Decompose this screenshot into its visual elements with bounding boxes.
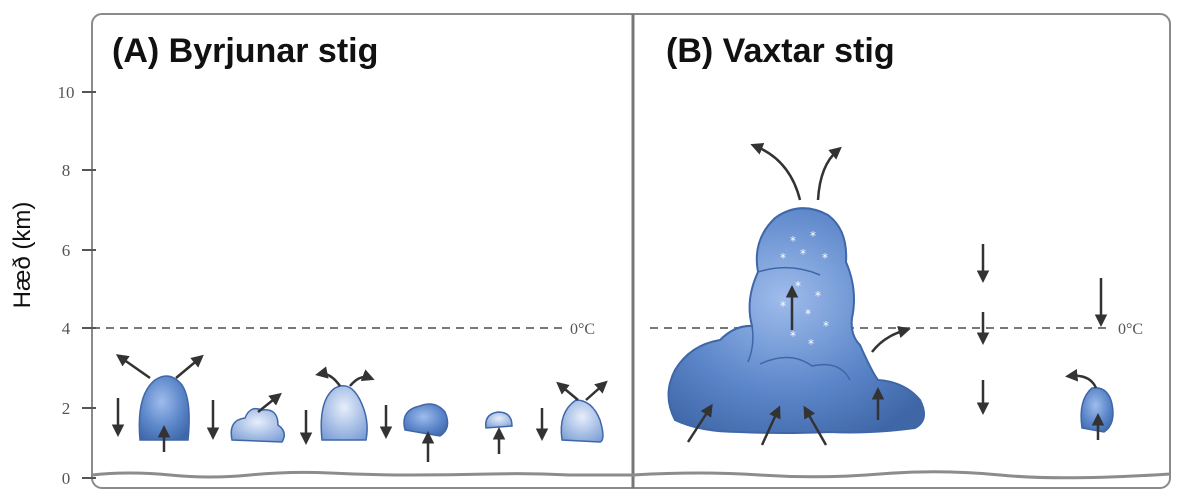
svg-text:*: * bbox=[780, 299, 786, 313]
svg-text:*: * bbox=[815, 289, 821, 303]
small-cloud-1 bbox=[138, 375, 190, 441]
large-cumulus-cloud bbox=[667, 207, 925, 434]
tick-label-4: 4 bbox=[62, 319, 71, 338]
svg-text:*: * bbox=[823, 319, 829, 333]
cloud-tower-outline bbox=[759, 356, 851, 381]
freezing-level-label-a: 0°C bbox=[570, 321, 595, 338]
tick-label-10: 10 bbox=[58, 83, 75, 102]
panel-a-title: (A) Byrjunar stig bbox=[112, 32, 378, 70]
tick-label-6: 6 bbox=[62, 241, 71, 260]
updraft-arrow bbox=[1065, 369, 1098, 389]
small-cloud-3 bbox=[320, 385, 368, 441]
tick-label-0: 0 bbox=[62, 469, 71, 488]
updraft-arrow bbox=[556, 381, 579, 401]
panel-b-title: (B) Vaxtar stig bbox=[666, 32, 895, 70]
ground-line-b bbox=[632, 470, 1171, 480]
updraft-arrow bbox=[257, 392, 282, 413]
updraft-arrow bbox=[115, 354, 151, 380]
updraft-arrow bbox=[585, 380, 608, 401]
updraft-arrow bbox=[760, 405, 781, 446]
updraft-arrow bbox=[315, 366, 342, 387]
small-cloud-5 bbox=[485, 411, 513, 429]
svg-text:*: * bbox=[808, 337, 814, 351]
cloud-tower-outline bbox=[747, 325, 754, 363]
panel-a-clouds bbox=[111, 354, 608, 462]
cloud-tower-outline bbox=[757, 266, 821, 276]
small-cloud-6 bbox=[560, 399, 604, 443]
panel-b-clouds: * * * * * * * * * * * * bbox=[667, 142, 1114, 446]
anvil-arrow bbox=[816, 146, 842, 201]
tick-label-2: 2 bbox=[62, 399, 71, 418]
svg-text:*: * bbox=[800, 247, 806, 261]
svg-text:*: * bbox=[805, 307, 811, 321]
updraft-arrow bbox=[349, 369, 375, 387]
svg-text:*: * bbox=[780, 251, 786, 265]
small-cloud-7 bbox=[1080, 387, 1114, 433]
tick-label-8: 8 bbox=[62, 161, 71, 180]
anvil-arrow bbox=[750, 142, 802, 201]
svg-text:*: * bbox=[790, 329, 796, 343]
svg-text:*: * bbox=[790, 234, 796, 248]
freezing-level-label-b: 0°C bbox=[1118, 321, 1143, 338]
updraft-arrow bbox=[686, 403, 713, 443]
small-cloud-4 bbox=[403, 403, 449, 437]
updraft-arrow bbox=[803, 405, 828, 446]
small-cloud-2 bbox=[230, 407, 285, 443]
y-axis: 0 2 4 6 8 10 Hæð (km) bbox=[9, 83, 96, 488]
svg-text:*: * bbox=[822, 251, 828, 265]
updraft-arrow bbox=[175, 354, 204, 379]
svg-text:*: * bbox=[810, 229, 816, 243]
y-axis-label: Hæð (km) bbox=[9, 202, 36, 309]
ground-line-a bbox=[91, 470, 633, 479]
svg-text:*: * bbox=[795, 279, 801, 293]
outflow-arrow bbox=[871, 325, 911, 353]
